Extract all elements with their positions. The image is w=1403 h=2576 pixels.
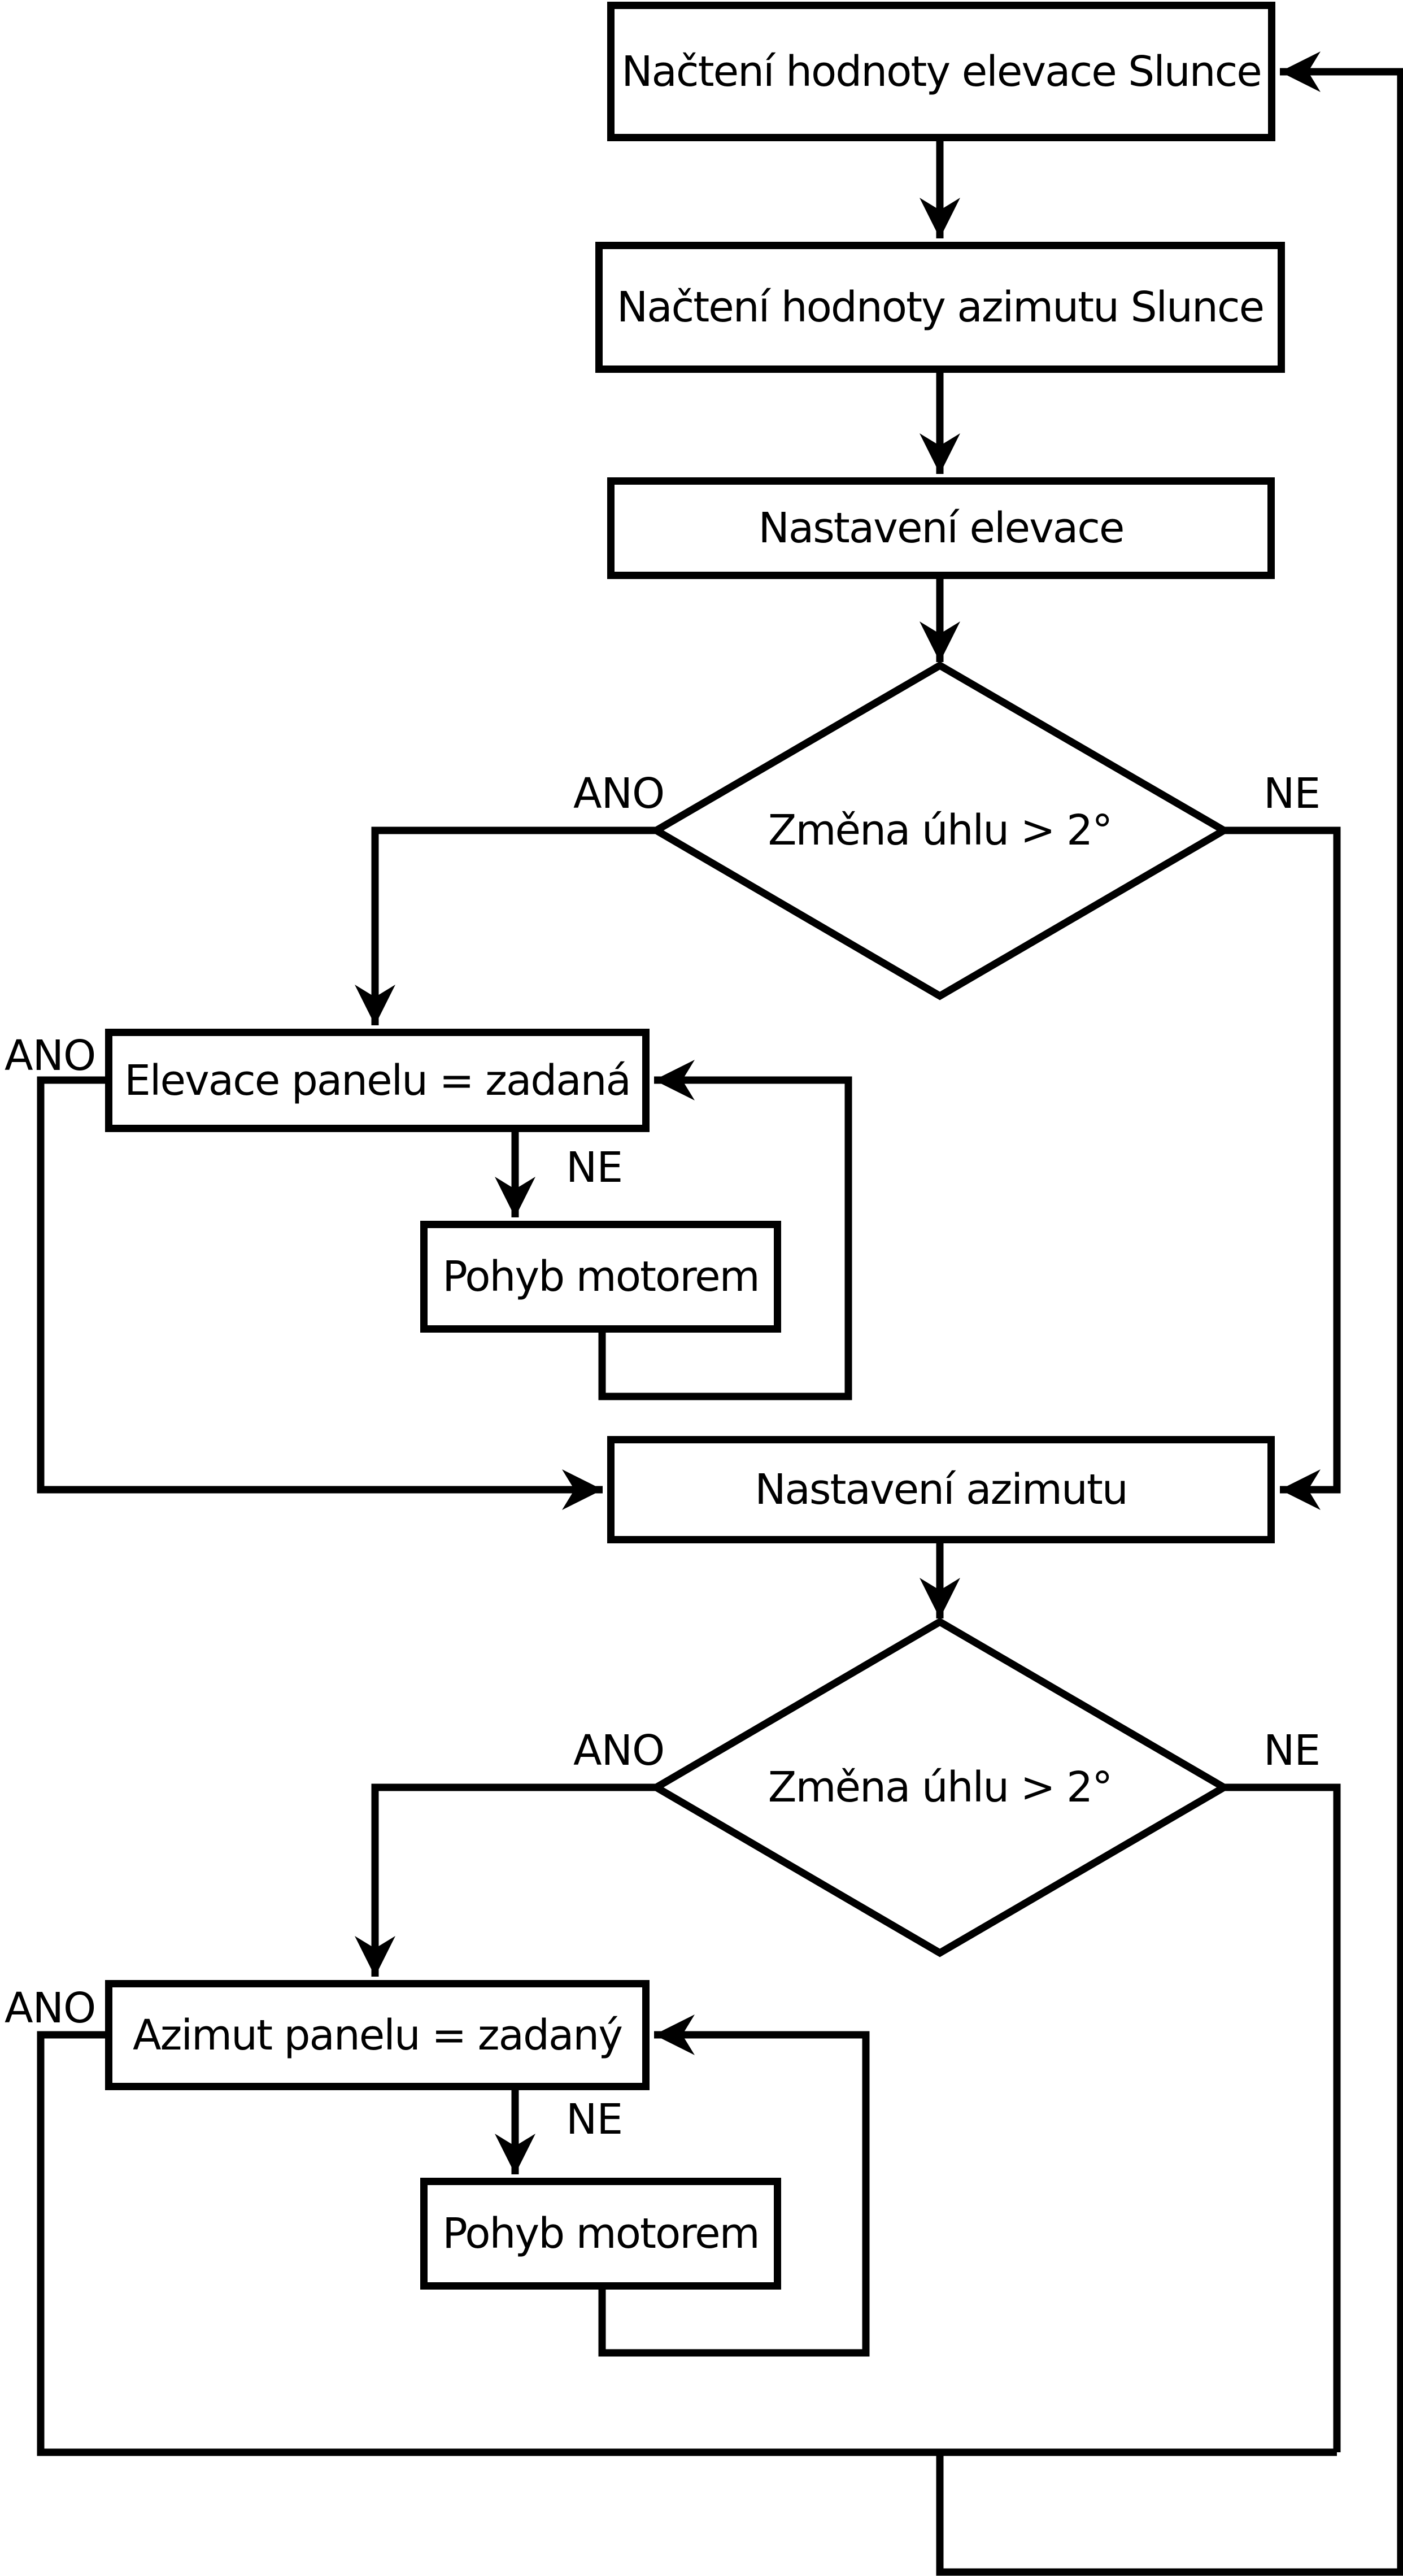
node-elevation-equal-label: Elevace panelu = zadaná	[124, 1056, 631, 1105]
edge-label-decision-azimuth-ano: ANO	[573, 1726, 665, 1775]
edge-label-decision-elevation-ano: ANO	[573, 769, 665, 818]
edge-return-to-start	[936, 51, 1403, 2576]
node-set-elevation-label: Nastavení elevace	[758, 504, 1125, 552]
node-elevation-equal: Elevace panelu = zadaná	[105, 1029, 650, 1132]
edge-label-azimuth-equal-ne: NE	[566, 2095, 623, 2144]
edge-elevation-equal-ano	[37, 1076, 603, 1510]
node-motor-elevation: Pohyb motorem	[420, 1221, 781, 1333]
node-motor-elevation-label: Pohyb motorem	[442, 1252, 760, 1301]
edge-decision-elevation-ano	[355, 826, 656, 1025]
decision-elevation-shape	[649, 661, 1231, 1000]
decision-elevation-label: Změna úhlu > 2°	[768, 806, 1113, 855]
decision-azimuth-label: Změna úhlu > 2°	[768, 1763, 1113, 1812]
node-azimuth-equal: Azimut panelu = zadaný	[105, 1980, 650, 2090]
node-set-azimuth-label: Nastavení azimutu	[755, 1465, 1128, 1514]
edge-motor-elevation-loop	[598, 1060, 852, 1400]
node-azimuth-equal-label: Azimut panelu = zadaný	[132, 2011, 623, 2060]
edge-decision-elevation-ne	[1224, 826, 1341, 1510]
edge-label-decision-azimuth-ne: NE	[1263, 1726, 1321, 1775]
node-motor-azimuth: Pohyb motorem	[420, 2178, 781, 2290]
edge-decision-azimuth-ne	[1224, 1783, 1341, 2452]
node-load-azimuth-label: Načtení hodnoty azimutu Slunce	[616, 283, 1265, 332]
node-motor-azimuth-label: Pohyb motorem	[442, 2209, 760, 2258]
edge-azimuth-equal-ano	[37, 2031, 1337, 2456]
edge-label-elevation-equal-ano: ANO	[5, 1032, 96, 1080]
edge-decision-azimuth-ano	[355, 1783, 656, 1977]
edge-label-decision-elevation-ne: NE	[1263, 769, 1321, 818]
edge-label-elevation-equal-ne: NE	[566, 1143, 623, 1192]
edge-label-azimuth-equal-ano: ANO	[5, 1984, 96, 2033]
decision-azimuth-shape	[649, 1617, 1231, 1957]
node-set-azimuth: Nastavení azimutu	[607, 1436, 1275, 1543]
node-set-elevation: Nastavení elevace	[607, 477, 1275, 579]
edge-motor-azimuth-loop	[598, 2014, 870, 2357]
node-load-elevation: Načtení hodnoty elevace Slunce	[607, 2, 1275, 141]
node-load-elevation-label: Načtení hodnoty elevace Slunce	[621, 47, 1262, 96]
node-load-azimuth: Načtení hodnoty azimutu Slunce	[595, 242, 1285, 373]
